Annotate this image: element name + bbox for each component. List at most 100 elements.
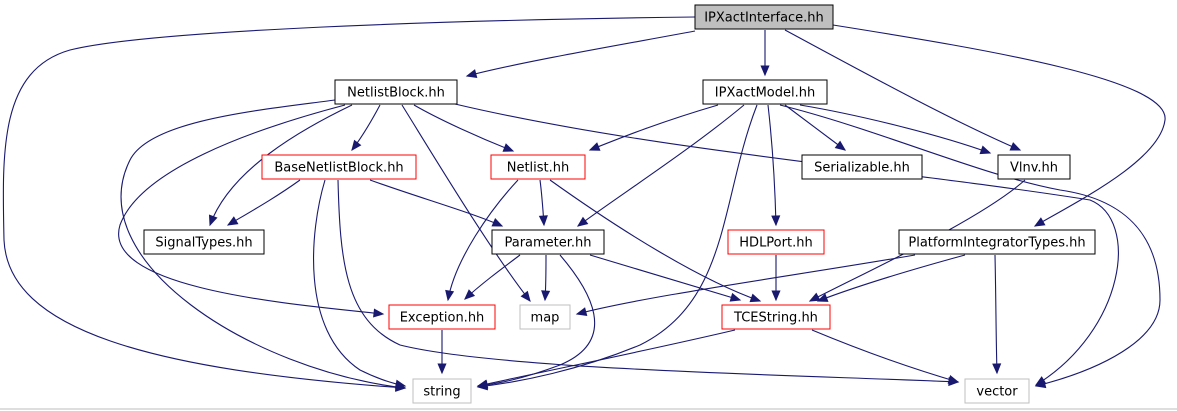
- edge-tcestring-to-string: [476, 329, 736, 389]
- bottom-divider: [0, 408, 1177, 410]
- edge-line: [466, 30, 696, 77]
- node-vlnv[interactable]: Vlnv.hh: [997, 154, 1071, 180]
- edge-arrowhead: [947, 374, 960, 384]
- edge-line: [477, 104, 758, 388]
- node-serializable[interactable]: Serializable.hh: [801, 154, 923, 180]
- edge-line: [413, 104, 514, 152]
- edge-line: [779, 104, 1161, 387]
- edge-line: [118, 104, 384, 315]
- node-label: BaseNetlistBlock.hh: [274, 161, 403, 176]
- edge-arrowhead: [771, 290, 781, 302]
- edge-tcestring-to-vector: [811, 329, 960, 384]
- node-label: Exception.hh: [400, 311, 485, 326]
- edge-ipxactmodel-to-hdlport: [767, 104, 781, 227]
- edge-arrowhead: [816, 293, 829, 302]
- edge-parameter-to-map: [541, 254, 551, 302]
- edge-line: [477, 329, 736, 387]
- edge-ipxactmodel-to-serializable: [784, 104, 847, 151]
- edge-platformintegratortypes-to-map: [575, 254, 916, 317]
- edge-line: [832, 24, 1166, 227]
- edge-arrowhead: [760, 65, 770, 77]
- edge-line: [477, 254, 596, 387]
- edge-arrowhead: [749, 293, 762, 303]
- edge-line: [576, 254, 916, 315]
- node-label: TCEString.hh: [733, 311, 818, 326]
- node-label: string: [423, 385, 460, 400]
- node-label: vector: [976, 385, 1018, 400]
- edge-arrowhead: [502, 143, 515, 152]
- node-box: [727, 229, 825, 255]
- edge-line: [454, 103, 1119, 386]
- edge-arrowhead: [437, 363, 447, 375]
- node-box: [964, 378, 1030, 404]
- edge-line: [313, 179, 406, 387]
- node-label: HDLPort.hh: [739, 236, 812, 251]
- node-box: [997, 154, 1071, 180]
- node-box: [143, 229, 265, 255]
- node-box: [898, 229, 1096, 255]
- edge-line: [369, 179, 503, 227]
- node-box: [519, 304, 571, 330]
- edge-netlist-to-parameter: [538, 179, 548, 227]
- edge-arrowhead: [979, 145, 992, 155]
- edge-netlistblock-to-map: [401, 104, 531, 303]
- edge-line: [577, 104, 745, 227]
- node-ipxactmodel[interactable]: IPXactModel.hh: [702, 79, 828, 105]
- edge-basenetlistblock-to-string: [313, 179, 407, 389]
- edge-line: [589, 104, 719, 151]
- edge-basenetlistblock-to-parameter: [369, 179, 504, 227]
- edge-arrowhead: [351, 139, 362, 152]
- node-box: [334, 79, 458, 105]
- edge-ipxactmodel-to-netlist: [588, 104, 719, 151]
- node-exception[interactable]: Exception.hh: [388, 304, 496, 330]
- node-label: map: [531, 311, 560, 326]
- edge-line: [784, 29, 1021, 151]
- node-map: map: [519, 304, 571, 330]
- edge-arrowhead: [476, 379, 489, 389]
- edge-line: [447, 179, 519, 301]
- edge-netlistblock-to-basenetlistblock: [351, 104, 381, 152]
- node-hdlport[interactable]: HDLPort.hh: [727, 229, 825, 255]
- edge-arrowhead: [729, 292, 742, 302]
- node-box: [388, 304, 496, 330]
- edge-netlistblock-to-netlist: [413, 104, 515, 152]
- node-ipxactinterface: IPXactInterface.hh: [694, 4, 834, 30]
- node-netlistblock[interactable]: NetlistBlock.hh: [334, 79, 458, 105]
- node-label: Serializable.hh: [814, 161, 910, 176]
- node-box: [721, 304, 831, 330]
- edge-line: [2, 16, 696, 389]
- node-signaltypes[interactable]: SignalTypes.hh: [143, 229, 265, 255]
- edge-arrowhead: [575, 307, 588, 317]
- node-basenetlistblock[interactable]: BaseNetlistBlock.hh: [261, 154, 417, 180]
- edge-arrowhead: [808, 292, 821, 302]
- node-platformintegratortypes[interactable]: PlatformIntegratorTypes.hh: [898, 229, 1096, 255]
- edge-arrowhead: [834, 140, 847, 151]
- edge-basenetlistblock-to-signaltypes: [226, 179, 301, 226]
- node-label: PlatformIntegratorTypes.hh: [908, 236, 1085, 251]
- edge-basenetlistblock-to-vector: [337, 179, 960, 387]
- node-netlist[interactable]: Netlist.hh: [490, 154, 586, 180]
- edge-line: [401, 104, 531, 302]
- node-parameter[interactable]: Parameter.hh: [491, 229, 605, 255]
- edge-platformintegratortypes-to-vector: [992, 254, 1002, 375]
- edge-arrowhead: [576, 216, 589, 227]
- edge-arrowhead: [1034, 379, 1047, 389]
- edge-ipxactinterface-to-platformintegratortypes: [832, 24, 1166, 227]
- edge-netlistblock-to-signaltypes: [208, 104, 353, 227]
- edge-arrowhead: [491, 218, 504, 227]
- node-label: SignalTypes.hh: [155, 236, 252, 251]
- node-label: IPXactModel.hh: [715, 86, 815, 101]
- edge-line: [209, 104, 353, 226]
- node-box: [490, 154, 586, 180]
- edge-line: [589, 254, 741, 301]
- edge-netlist-to-exception: [445, 179, 519, 302]
- edges: [2, 16, 1166, 392]
- node-tcestring[interactable]: TCEString.hh: [721, 304, 831, 330]
- node-label: Parameter.hh: [504, 236, 591, 251]
- edge-ipxactmodel-to-vector: [779, 104, 1161, 389]
- edge-arrowhead: [226, 216, 239, 226]
- edge-line: [994, 254, 998, 374]
- edge-ipxactinterface-to-ipxactmodel: [760, 29, 770, 77]
- node-box: [412, 378, 472, 404]
